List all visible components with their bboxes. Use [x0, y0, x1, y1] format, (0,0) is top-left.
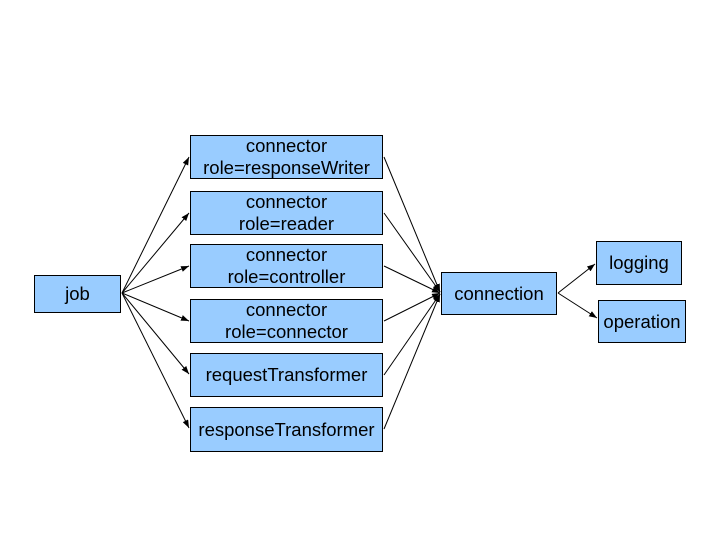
- node-request-transformer: requestTransformer: [190, 353, 383, 397]
- edge-connector-reader-to-connection: [383, 212, 441, 293]
- edge-connector-connector-to-connection: [383, 292, 441, 322]
- edge-job-to-connector-connector: [121, 292, 190, 322]
- node-logging: logging: [596, 241, 682, 285]
- edge-job-to-response-transformer: [121, 292, 190, 429]
- edge-job-to-connector-response-writer: [121, 156, 190, 294]
- edge-connector-response-writer-to-connection: [383, 156, 441, 293]
- node-connection: connection: [441, 272, 557, 315]
- edge-response-transformer-to-connection: [383, 293, 441, 430]
- edge-job-to-connector-controller: [121, 265, 190, 294]
- edge-job-to-request-transformer: [121, 292, 190, 375]
- node-response-transformer: responseTransformer: [190, 407, 383, 452]
- node-operation: operation: [598, 300, 686, 343]
- edge-connection-to-logging: [557, 263, 596, 294]
- edge-connection-to-operation: [557, 292, 598, 319]
- node-connector-response-writer: connector role=responseWriter: [190, 135, 383, 179]
- node-connector-controller: connector role=controller: [190, 244, 383, 288]
- edge-request-transformer-to-connection: [383, 293, 441, 376]
- edge-connector-controller-to-connection: [383, 265, 441, 294]
- node-job: job: [34, 275, 121, 313]
- node-connector-connector: connector role=connector: [190, 299, 383, 343]
- edge-job-to-connector-reader: [121, 212, 190, 294]
- node-connector-reader: connector role=reader: [190, 191, 383, 235]
